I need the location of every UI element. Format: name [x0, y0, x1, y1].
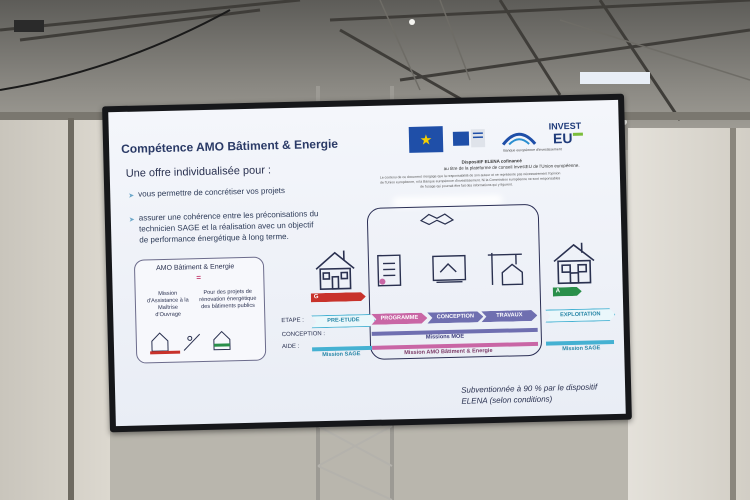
- check-arrow-icon: ➤: [128, 216, 135, 224]
- row-label-etape: ETAPE :: [281, 317, 305, 325]
- energy-grade-g: G: [311, 292, 366, 302]
- blueprint-icon: [432, 254, 467, 284]
- step-conception: CONCEPTION: [427, 311, 483, 323]
- amo-equals: =: [196, 273, 202, 283]
- booth-frame-post-right: [730, 128, 736, 500]
- eu-flag-logo: ★: [408, 126, 444, 153]
- old-house-icon: [315, 250, 355, 290]
- slide-title: Compétence AMO Bâtiment & Energie: [120, 136, 339, 156]
- display-screen: Compétence AMO Bâtiment & Energie ★ Banq…: [102, 93, 632, 433]
- subsidy-line2: ELENA (selon conditions): [461, 394, 553, 406]
- amo-left-line4: d'Ouvrage: [155, 311, 182, 319]
- investeu-logo-line1: INVEST: [549, 121, 582, 132]
- amo-right-text: Pour des projets de rénovation énergétiq…: [197, 289, 259, 312]
- booth-wall-left: [0, 118, 110, 500]
- step-travaux: TRAVAUX: [481, 310, 537, 322]
- booth-frame-post-left: [68, 118, 74, 500]
- disclaimer-line3: de l'usage qui pourrait être fait des in…: [420, 182, 513, 189]
- european-commission-logo: [452, 129, 486, 148]
- amo-mini-illustration: [150, 330, 231, 355]
- bullet-2-line3: de performance énergétique à long terme.: [139, 231, 289, 245]
- missions-moe-label: Missions MOE: [425, 333, 465, 341]
- subsidy-line1: Subventionnée à 90 % par le dispositif: [461, 382, 598, 395]
- row-label-aide: AIDE :: [281, 343, 300, 351]
- row-label-conception: CONCEPTION :: [281, 331, 326, 339]
- investeu-logo-line2: EU: [553, 130, 573, 146]
- booth-wall-right: [628, 128, 750, 500]
- step-exploitation: EXPLOITATION: [545, 308, 615, 323]
- mission-sage-left-label: Mission SAGE: [322, 351, 361, 359]
- ceiling-structure: [0, 0, 750, 125]
- energy-grade-a: A: [553, 287, 582, 297]
- offer-heading: Une offre individualisée pour :: [125, 164, 272, 180]
- presentation-slide: Compétence AMO Bâtiment & Energie ★ Banq…: [108, 99, 626, 427]
- mission-sage-right-label: Mission SAGE: [562, 345, 601, 353]
- step-pre-etude: PRE-ETUDE: [311, 314, 375, 329]
- renovated-house-icon: [553, 242, 595, 285]
- bullet-1: vous permettre de concrétiser vos projet…: [138, 185, 286, 199]
- eib-logo: [501, 132, 537, 146]
- check-arrow-icon: ➤: [128, 192, 135, 200]
- crane-construction-icon: [487, 252, 524, 286]
- step-programme: PROGRAMME: [371, 313, 427, 325]
- amo-right-line3: des bâtiments publics: [201, 302, 255, 311]
- investeu-logo: INVEST EU: [549, 121, 583, 146]
- amo-left-text: Mission d'Assistance à la Maîtrise d'Ouv…: [143, 290, 194, 319]
- mission-sage-left-bar: [312, 345, 373, 352]
- handshake-icon: [419, 213, 455, 226]
- checklist-icon: [377, 254, 402, 287]
